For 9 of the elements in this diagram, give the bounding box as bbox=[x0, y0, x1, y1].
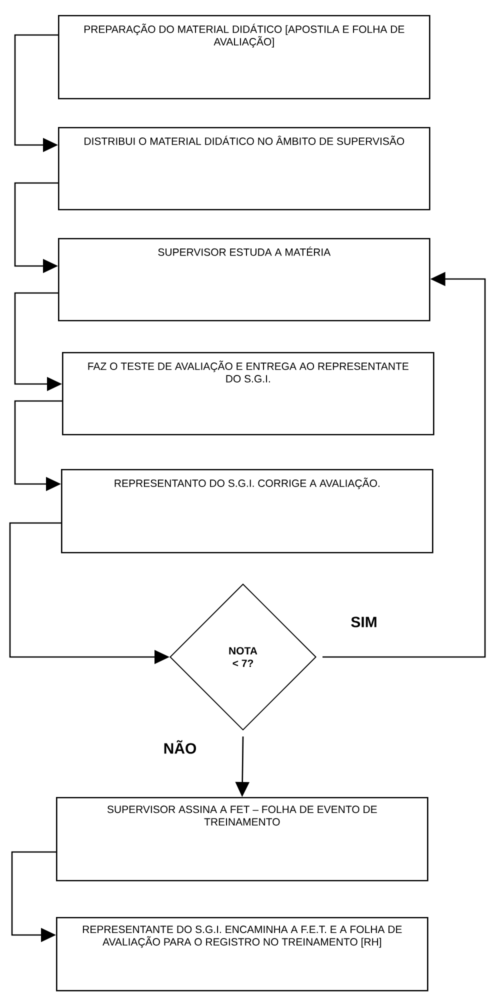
process-box: SUPERVISOR ASSINA A FET – FOLHA DE EVENTO DE TREINAMENTO bbox=[56, 797, 428, 882]
process-box: DISTRIBUI O MATERIAL DIDÁTICO NO ÂMBITO DE SUPERVISÃO bbox=[58, 127, 430, 210]
process-box: REPRESENTANTE DO S.G.I. ENCAMINHA A F.E.T. E A FOLHA DE AVALIAÇÃO PARA O REGISTRO NO TREINAMENTO [RH] bbox=[56, 917, 428, 992]
process-box: SUPERVISOR ESTUDA A MATÉRIA bbox=[58, 238, 430, 322]
edge-label: NÃO bbox=[162, 739, 198, 755]
edge-label: SIM bbox=[350, 616, 378, 628]
process-box: PREPARAÇÃO DO MATERIAL DIDÁTICO [APOSTILA E FOLHA DE AVALIAÇÃO] bbox=[58, 15, 430, 100]
process-box: FAZ O TESTE DE AVALIAÇÃO E ENTREGA AO REPRESENTANTE DO S.G.I. bbox=[62, 352, 434, 436]
process-box: REPRESENTANTO DO S.G.I. CORRIGE A AVALIAÇÃO. bbox=[61, 469, 434, 554]
